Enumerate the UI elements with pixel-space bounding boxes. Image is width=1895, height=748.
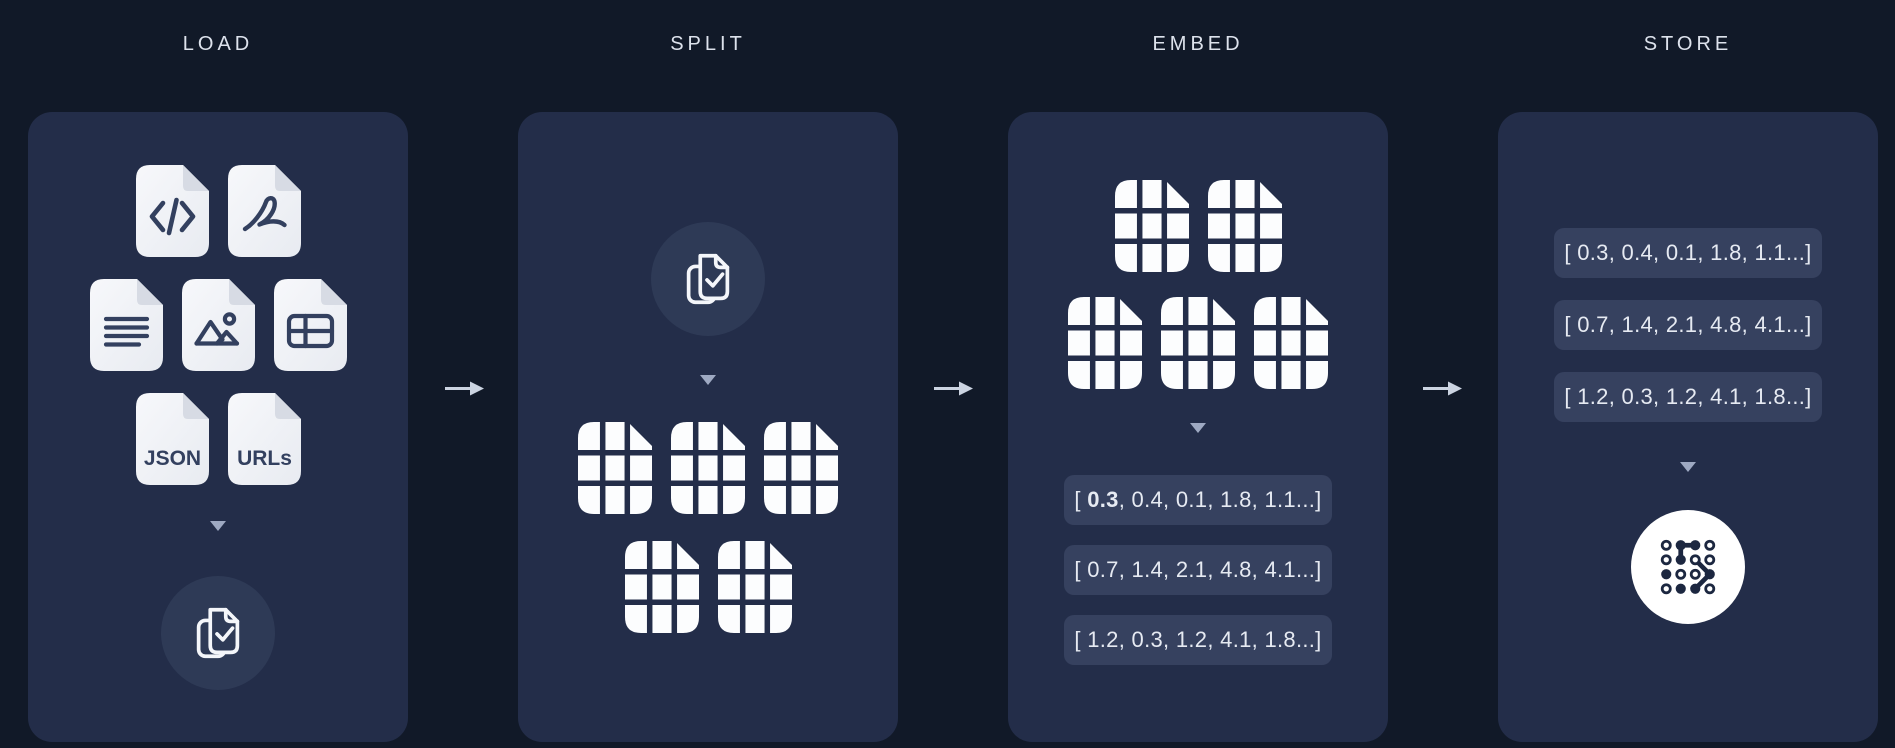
stage-title-embed: EMBED <box>1152 33 1244 55</box>
store-vector-list: [ 0.3, 0.4, 0.1, 1.8, 1.1...] [ 0.7, 1.4… <box>1554 228 1822 422</box>
urls-file-icon: URLs <box>227 393 301 485</box>
load-file-row-2 <box>89 279 347 371</box>
down-triangle-icon <box>700 375 716 385</box>
chunk-grid-icon <box>764 422 838 514</box>
chunk-grid-icon <box>625 541 699 633</box>
table-file-icon <box>273 279 347 371</box>
vector-chip: [ 0.3, 0.4, 0.1, 1.8, 1.1...] <box>1064 475 1332 525</box>
pdf-file-icon <box>227 165 301 257</box>
vector-text-bold: 0.3 <box>1087 487 1119 512</box>
split-panel <box>518 112 898 742</box>
vector-chip: [ 0.7, 1.4, 2.1, 4.8, 4.1...] <box>1064 545 1332 595</box>
vector-chip: [ 0.3, 0.4, 0.1, 1.8, 1.1...] <box>1554 228 1822 278</box>
chunk-grid-icon <box>1068 297 1142 389</box>
embed-vector-list: [ 0.3, 0.4, 0.1, 1.8, 1.1...] [ 0.7, 1.4… <box>1064 475 1332 665</box>
vector-chip: [ 1.2, 0.3, 1.2, 4.1, 1.8...] <box>1554 372 1822 422</box>
stage-store: STORE [ 0.3, 0.4, 0.1, 1.8, 1.1...] [ 0.… <box>1498 0 1878 742</box>
documents-check-icon <box>196 607 240 659</box>
source-documents-circle <box>651 222 765 336</box>
stage-split: SPLIT <box>518 0 898 742</box>
right-arrow-icon <box>932 380 974 397</box>
vector-text: [ 0.7, 1.4, 2.1, 4.8, 4.1...] <box>1074 557 1322 582</box>
stage-title-split: SPLIT <box>670 33 746 55</box>
right-arrow-icon <box>1421 380 1463 397</box>
stage-embed: EMBED [ 0.3, 0.4, 0.1, 1.8, 1.1...] [ 0.… <box>1008 0 1388 742</box>
vector-store-dots-icon <box>1660 539 1716 595</box>
loaded-documents-circle <box>161 576 275 690</box>
chunk-grid-icon <box>1208 180 1282 272</box>
vector-chip: [ 1.2, 0.3, 1.2, 4.1, 1.8...] <box>1064 615 1332 665</box>
down-triangle-icon <box>1680 462 1696 472</box>
down-triangle-icon <box>1190 423 1206 433</box>
stage-load: LOAD <box>28 0 408 742</box>
chunk-grid-icon <box>1254 297 1328 389</box>
json-file-icon: JSON <box>135 393 209 485</box>
load-file-row-3: JSON URLs <box>135 393 301 485</box>
embed-chunk-row-2 <box>1068 297 1328 389</box>
load-panel: JSON URLs <box>28 112 408 742</box>
code-file-icon <box>135 165 209 257</box>
vector-text: , 0.4, 0.1, 1.8, 1.1...] <box>1118 487 1322 512</box>
chunk-grid-icon <box>1115 180 1189 272</box>
stage-title-store: STORE <box>1643 33 1733 55</box>
stage-title-load: LOAD <box>182 33 254 55</box>
embed-chunk-row-1 <box>1115 180 1282 272</box>
chunk-grid-icon <box>578 422 652 514</box>
load-file-row-1 <box>135 165 301 257</box>
vector-text: [ 1.2, 0.3, 1.2, 4.1, 1.8...] <box>1074 627 1322 652</box>
vector-store-circle <box>1631 510 1745 624</box>
vector-text: [ 0.7, 1.4, 2.1, 4.8, 4.1...] <box>1564 312 1812 337</box>
chunk-grid-icon <box>671 422 745 514</box>
documents-check-icon <box>686 253 730 305</box>
split-chunk-row-1 <box>578 422 838 514</box>
text-file-icon <box>89 279 163 371</box>
vector-chip: [ 0.7, 1.4, 2.1, 4.8, 4.1...] <box>1554 300 1822 350</box>
store-panel: [ 0.3, 0.4, 0.1, 1.8, 1.1...] [ 0.7, 1.4… <box>1498 112 1878 742</box>
embed-panel: [ 0.3, 0.4, 0.1, 1.8, 1.1...] [ 0.7, 1.4… <box>1008 112 1388 742</box>
json-file-label: JSON <box>143 447 200 470</box>
vector-text: [ 1.2, 0.3, 1.2, 4.1, 1.8...] <box>1564 384 1812 409</box>
down-triangle-icon <box>210 521 226 531</box>
chunk-grid-icon <box>1161 297 1235 389</box>
chunk-grid-icon <box>718 541 792 633</box>
vector-text: [ <box>1074 487 1088 512</box>
split-chunk-row-2 <box>625 541 792 633</box>
image-file-icon <box>181 279 255 371</box>
urls-file-label: URLs <box>237 447 292 470</box>
right-arrow-icon <box>443 380 485 397</box>
vector-text: [ 0.3, 0.4, 0.1, 1.8, 1.1...] <box>1564 240 1812 265</box>
